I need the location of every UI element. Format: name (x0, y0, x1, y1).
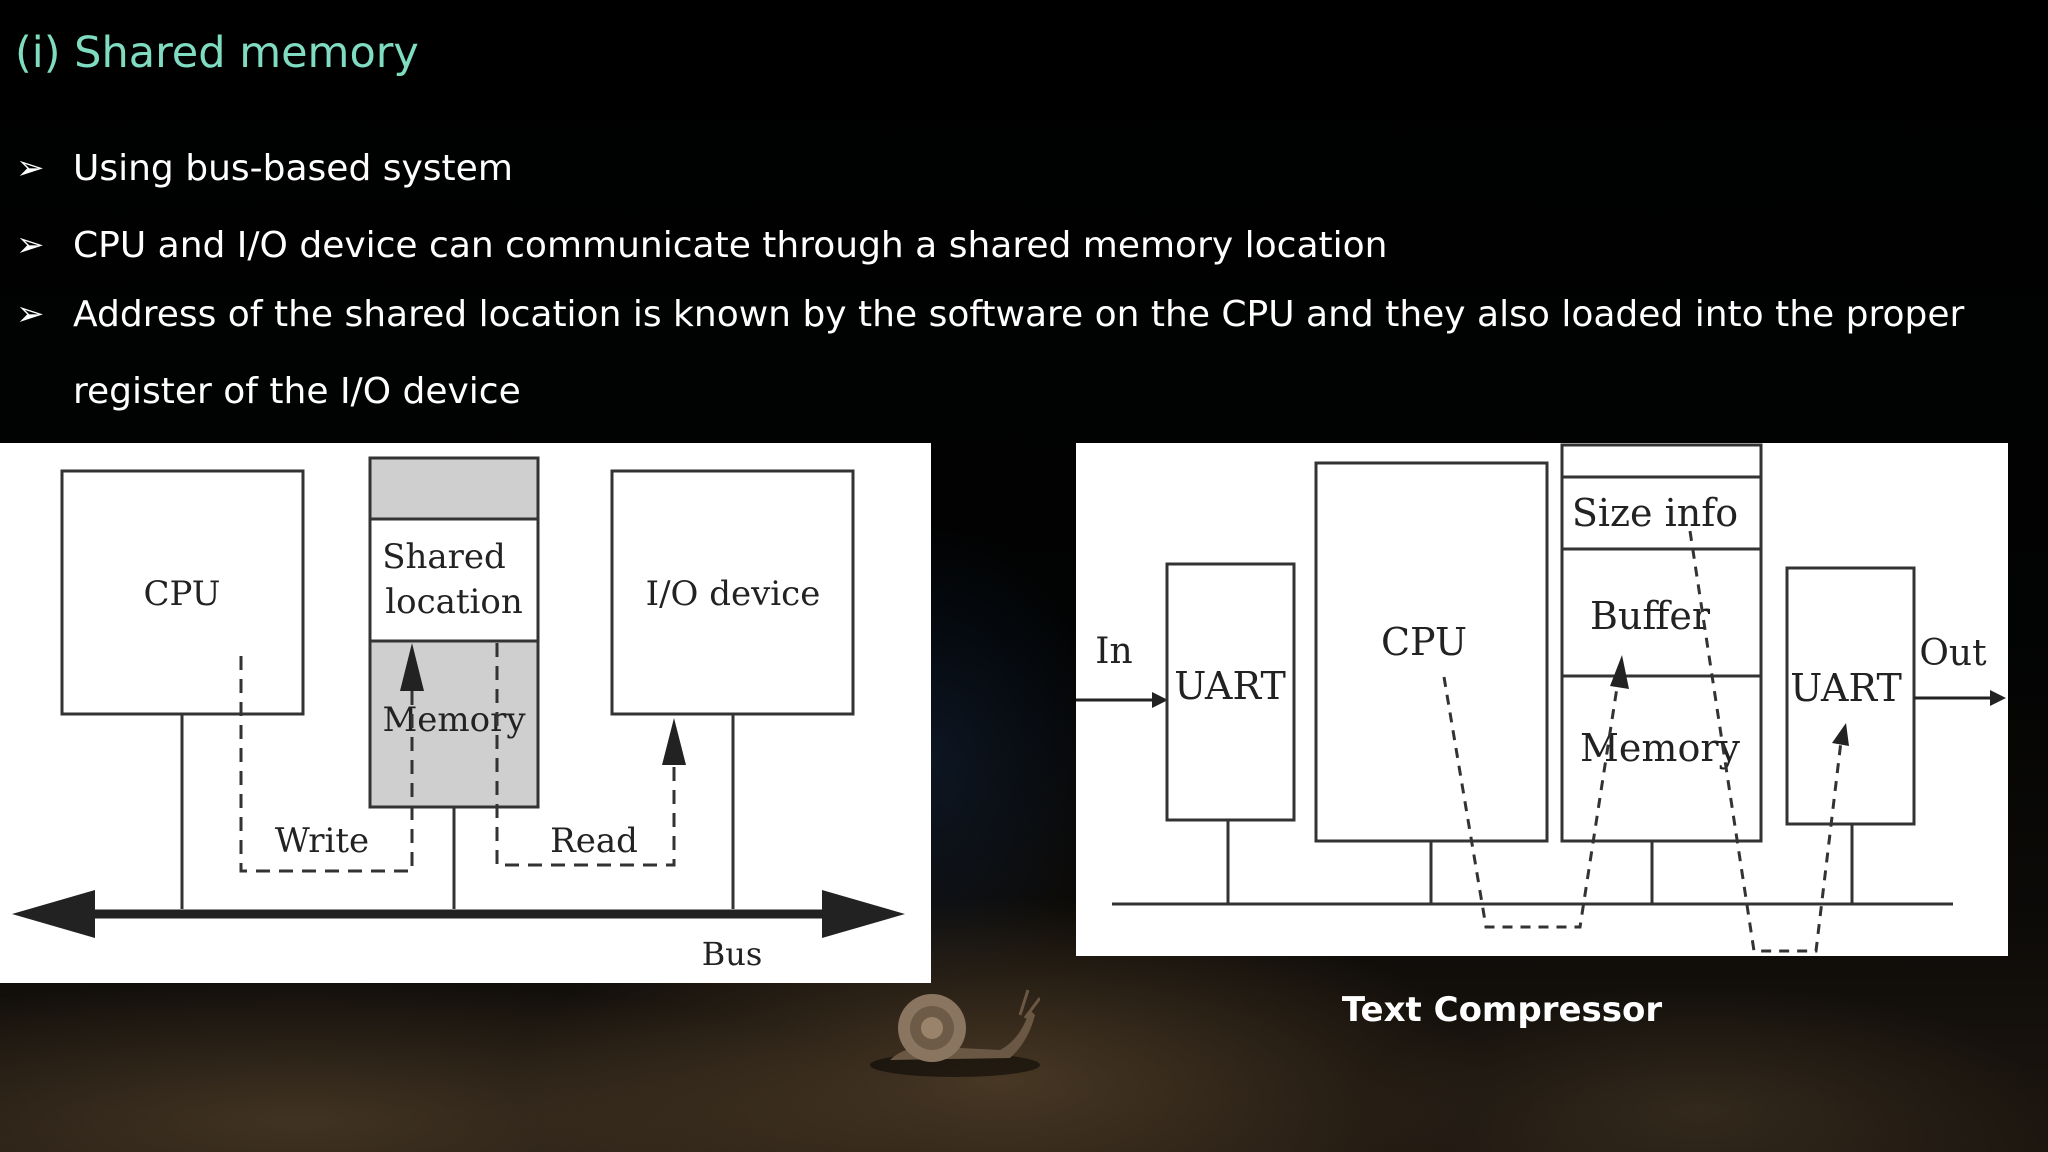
memory-box (368, 639, 540, 809)
read-label: Read (550, 821, 638, 861)
bullet-text: Using bus-based system (73, 148, 513, 189)
cpu-box (1314, 461, 1549, 843)
cpu-box (60, 469, 305, 716)
shared-location-label-line2: location (385, 582, 523, 622)
arrow-bullet-icon: ➢ (16, 225, 45, 265)
cpu-label: CPU (1381, 620, 1467, 664)
io-device-box (610, 469, 855, 716)
in-label: In (1095, 631, 1132, 672)
snail-icon (870, 989, 1040, 1077)
in-arrow-icon (1152, 692, 1168, 708)
bullet-text-continuation: register of the I/O device (73, 371, 521, 412)
uart-in-label: UART (1174, 664, 1286, 708)
shared-memory-diagram: CPU Shared location Memory I/O device Bu… (0, 443, 931, 983)
out-label: Out (1919, 633, 1987, 674)
buffer-label: Buffer (1590, 594, 1711, 638)
shared-location-label-line1: Shared (382, 537, 506, 577)
write-label: Write (275, 821, 369, 861)
read-arrow-icon (662, 718, 686, 765)
shared-location-box (368, 517, 540, 643)
memory-label: Memory (382, 700, 526, 740)
out-arrow-icon (1990, 690, 2006, 706)
uart-out-arrow-icon (1832, 723, 1849, 746)
uart-out-label: UART (1790, 666, 1902, 710)
slide-title: (i) Shared memory (15, 28, 419, 78)
memory-box (1560, 674, 1763, 843)
uart-out-box (1785, 566, 1916, 826)
bus-arrow-right-icon (822, 890, 905, 938)
size-info-label: Size info (1572, 491, 1738, 535)
memory-top-block (1560, 443, 1763, 479)
bus-arrow-left-icon (12, 890, 95, 938)
arrow-bullet-icon: ➢ (16, 294, 45, 334)
text-compressor-diagram: In UART CPU Size info Buffer Memory UART… (1076, 443, 2008, 956)
cpu-label: CPU (144, 574, 221, 614)
io-device-label: I/O device (646, 574, 821, 614)
bus-label: Bus (702, 935, 763, 973)
bullet-text: CPU and I/O device can communicate throu… (73, 225, 1388, 266)
buffer-box (1560, 547, 1763, 678)
arrow-bullet-icon: ➢ (16, 148, 45, 188)
bullet-text: Address of the shared location is known … (73, 294, 1965, 335)
buffer-arrow-icon (1610, 655, 1629, 689)
memory-top-block (368, 456, 540, 521)
diagram-caption: Text Compressor (1341, 990, 1663, 1030)
write-arrow-icon (400, 643, 424, 691)
uart-in-box (1165, 562, 1296, 822)
